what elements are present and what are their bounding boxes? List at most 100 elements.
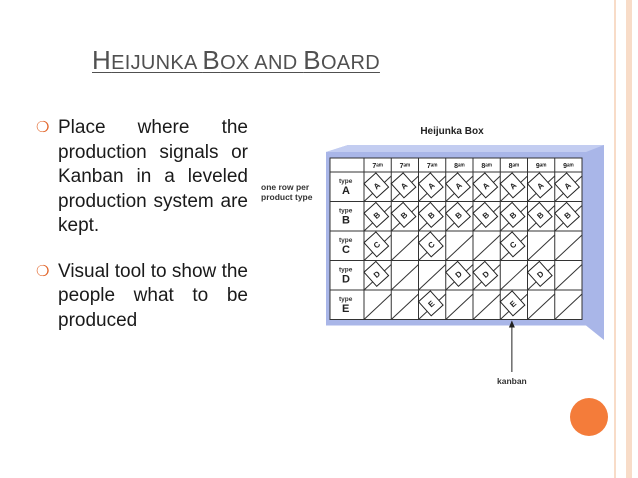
bullet-icon: ❍ [36, 262, 50, 280]
box-top-face [326, 145, 604, 152]
slot-divider [418, 264, 447, 291]
arrow-head [508, 320, 515, 328]
kanban-card: C [417, 231, 444, 258]
row-header-big: B [342, 215, 350, 227]
column-header: 9ᵃᵐ [536, 163, 547, 170]
kanban-card: A [445, 172, 472, 199]
kanban-card: D [526, 260, 553, 287]
kanban-card: C [499, 231, 526, 258]
decorative-circle [570, 398, 608, 436]
kanban-card-label: B [563, 210, 573, 221]
kanban-card-label: E [508, 299, 518, 310]
right-stripe-outer [626, 0, 632, 478]
slot-grid [330, 158, 583, 320]
kanban-card-label: B [372, 210, 382, 221]
title-part: B [202, 45, 221, 75]
row-header-small: type [339, 296, 353, 303]
slot-divider [554, 293, 583, 320]
kanban-card: B [390, 201, 417, 228]
row-header-small: type [339, 237, 353, 244]
kanban-card: C [363, 231, 390, 258]
column-header: 7ᵃᵐ [400, 163, 411, 170]
row-header-big: D [342, 274, 350, 286]
kanban-card-label: B [508, 210, 518, 221]
kanban-card-label: D [372, 269, 382, 280]
kanban-card-label: A [563, 181, 573, 192]
title-part: OARD [320, 52, 380, 74]
bullet-item: ❍ Place where the production signals or K… [36, 116, 248, 239]
kanban-card-label: D [535, 269, 545, 280]
kanban-card: A [554, 172, 581, 199]
row-header-small: type [339, 267, 353, 274]
slot-divider [363, 293, 392, 320]
kanban-card-label: C [426, 240, 436, 251]
kanban-card: A [363, 172, 390, 199]
kanban-card-label: B [454, 210, 464, 221]
kanban-card-label: C [508, 240, 518, 251]
row-header-big: A [342, 185, 350, 197]
slot-divider [527, 234, 556, 261]
column-header: 8ᵃᵐ [454, 163, 465, 170]
kanban-card-label: E [426, 299, 436, 310]
slot-divider [390, 264, 419, 291]
kanban-card: A [472, 172, 499, 199]
kanban-card-label: B [535, 210, 545, 221]
side-label-line: product type [261, 192, 313, 202]
column-header: 8ᵃᵐ [481, 163, 492, 170]
row-header-small: type [339, 208, 353, 215]
slot-divider [527, 293, 556, 320]
bullet-text: Place where the production signals or Ka… [58, 117, 248, 236]
kanban-card: B [363, 201, 390, 228]
column-header: 8ᵃᵐ [509, 163, 520, 170]
kanban-card: E [417, 290, 444, 317]
bullet-icon: ❍ [36, 119, 50, 136]
kanban-card-label: B [426, 210, 436, 221]
kanban-card: A [417, 172, 444, 199]
slot-divider [554, 264, 583, 291]
kanban-card: B [554, 201, 581, 228]
kanban-arrow: kanban [497, 320, 527, 386]
kanban-card: D [363, 260, 390, 287]
kanban-card: B [499, 201, 526, 228]
column-header: 7ᵃᵐ [372, 163, 383, 170]
kanban-card-label: A [508, 181, 518, 192]
bullet-list: ❍ Place where the production signals or K… [36, 116, 248, 354]
slot-divider [390, 293, 419, 320]
title-part: EIJUNKA [111, 52, 203, 74]
row-header-small: type [339, 178, 353, 185]
kanban-card: E [499, 290, 526, 317]
right-stripe-inner [614, 0, 616, 478]
kanban-card-label: A [426, 181, 436, 192]
kanban-card-label: A [399, 181, 409, 192]
bullet-item: ❍ Visual tool to show the people what to … [36, 260, 248, 334]
kanban-card-label: A [372, 181, 382, 192]
title-part: OX AND [220, 52, 304, 74]
kanban-card-label: D [454, 269, 464, 280]
figure-caption: Heijunka Box [420, 126, 484, 137]
bullet-text: Visual tool to show the people what to b… [58, 260, 248, 331]
kanban-card-label: A [481, 181, 491, 192]
kanban-card-label: D [481, 269, 491, 280]
column-header: 9ᵃᵐ [563, 163, 574, 170]
slot-divider [445, 293, 474, 320]
kanban-card-label: B [481, 210, 491, 221]
side-label-line: one row per [261, 182, 310, 192]
slot-divider [472, 293, 501, 320]
kanban-card: D [445, 260, 472, 287]
kanban-card-label: B [399, 210, 409, 221]
kanban-card-label: A [535, 181, 545, 192]
kanban-card: A [526, 172, 553, 199]
arrow-label: kanban [497, 376, 527, 386]
kanban-card-label: C [372, 240, 382, 251]
kanban-card: B [417, 201, 444, 228]
slot-divider [472, 234, 501, 261]
